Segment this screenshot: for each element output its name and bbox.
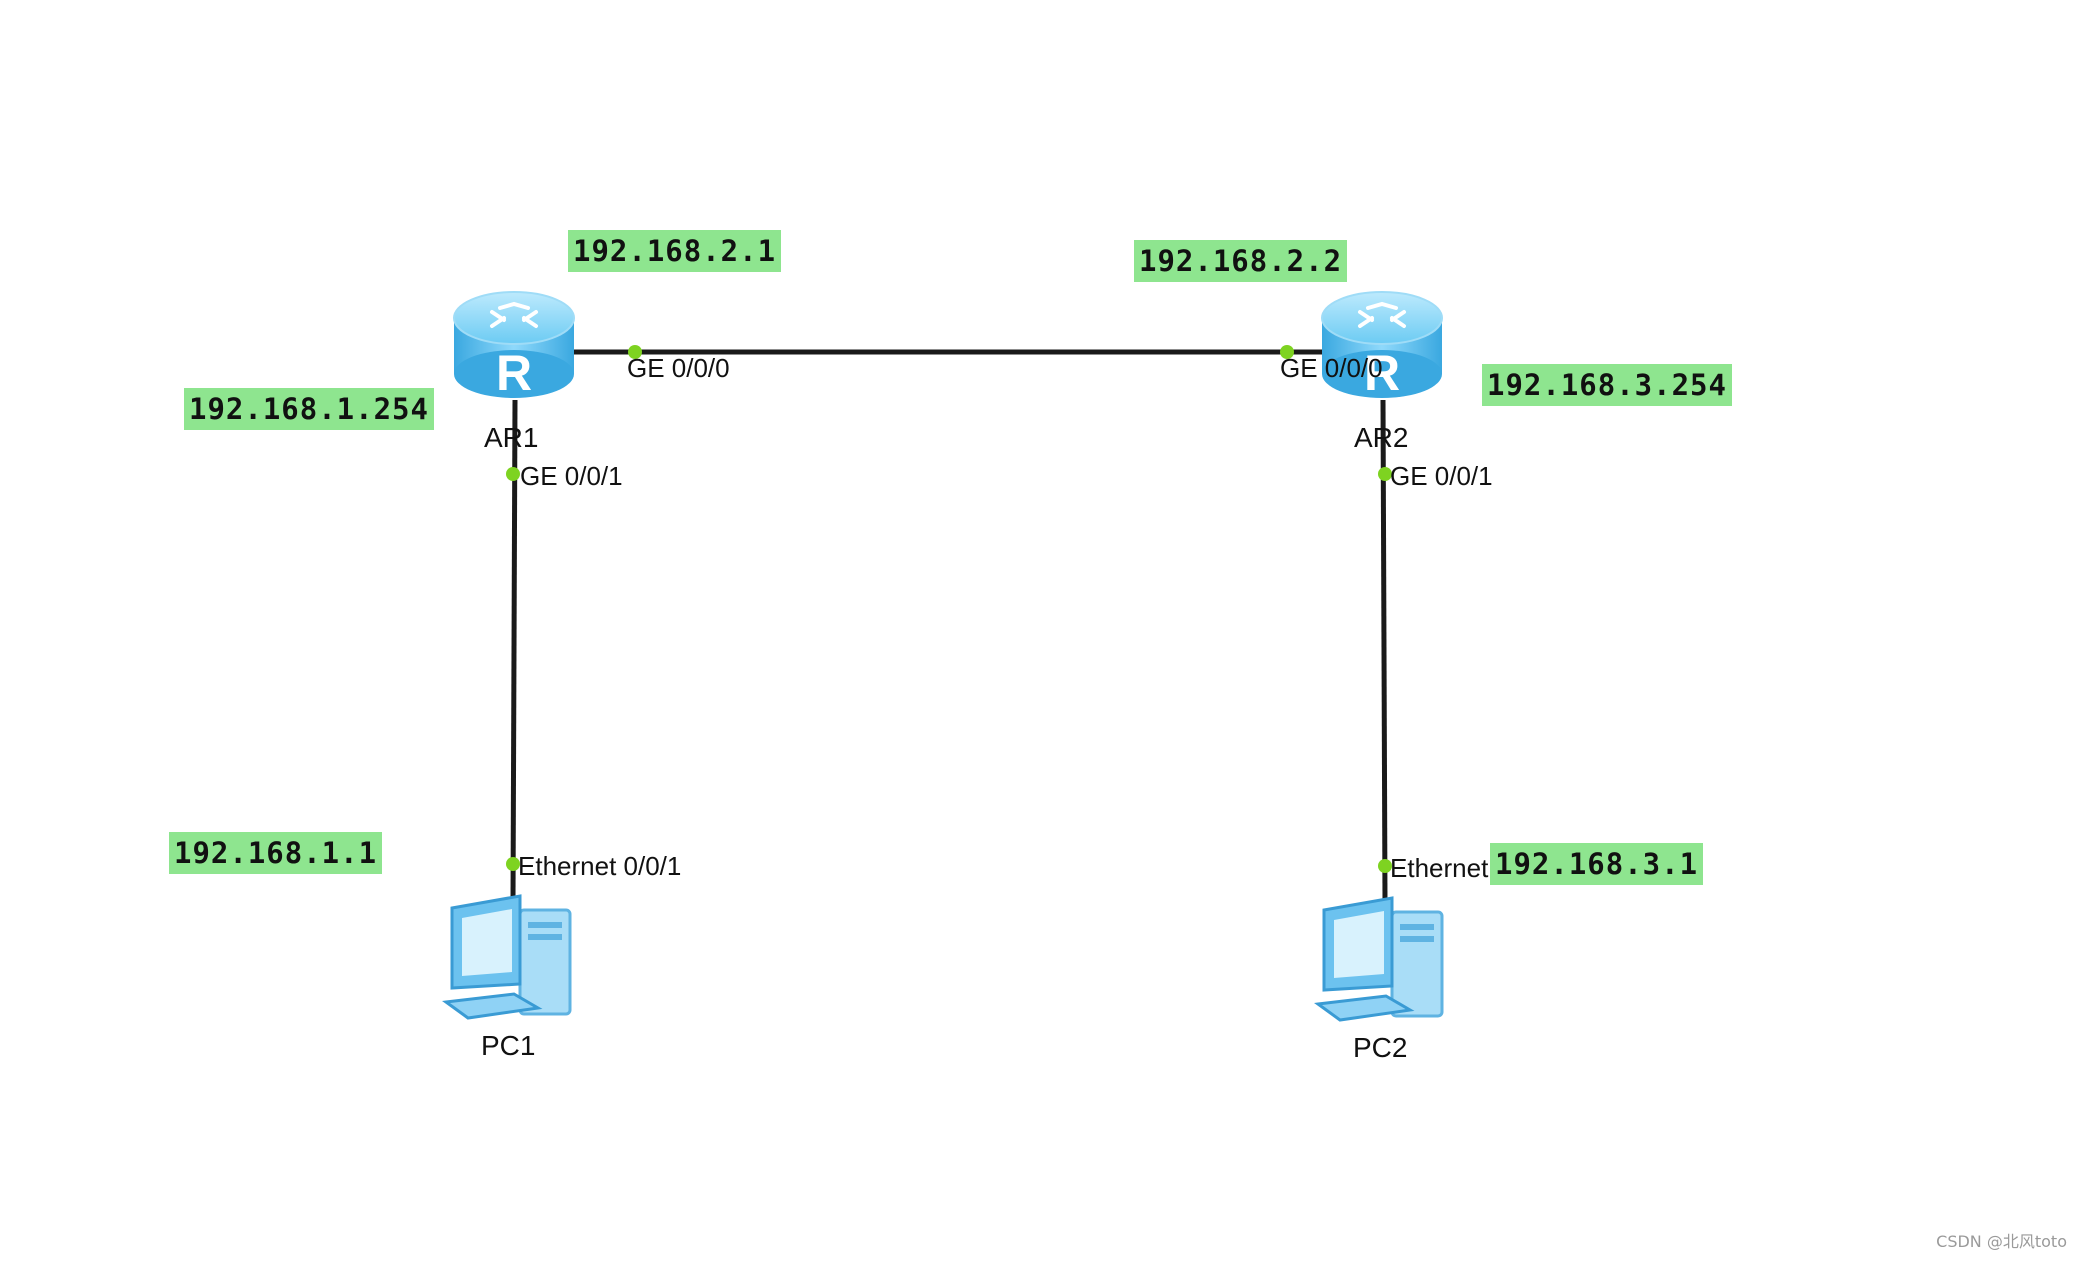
port-dot-ar1-ge000 [628,345,642,359]
watermark: CSDN @北风toto [1936,1232,2067,1251]
pc-icon [442,894,572,1020]
ip-label-ar2-ge000: 192.168.2.2 [1134,240,1348,282]
port-label-ar1-ge001: GE 0/0/1 [520,461,623,491]
ip-label-ar2-ge001: 192.168.3.254 [1482,364,1732,406]
port-dot-pc2-eth [1378,859,1392,873]
router-ar2[interactable]: R [1320,290,1444,402]
port-dot-ar1-ge001 [506,467,520,481]
router-icon: R [1321,291,1443,401]
ip-label-ar1-ge000: 192.168.2.1 [568,230,782,272]
port-label-ar1-ge000: GE 0/0/0 [627,353,730,383]
port-label-ar2-ge000: GE 0/0/0 [1280,353,1383,383]
device-label-ar2: AR2 [1354,422,1409,453]
svg-text:R: R [1364,345,1400,401]
link-ar2-pc2[interactable] [1380,399,1388,903]
ip-label-pc1: 192.168.1.1 [169,832,383,874]
port-dot-ar2-ge000 [1280,345,1294,359]
svg-text:R: R [496,345,532,401]
router-icon: R [453,291,575,401]
port-label-pc1-eth: Ethernet 0/0/1 [518,851,682,881]
pc-icon [1314,896,1444,1022]
pc-pc2[interactable] [1314,894,1450,1026]
device-label-ar1: AR1 [484,422,539,453]
port-label-ar2-ge001: GE 0/0/1 [1390,461,1493,491]
ip-label-ar1-ge001: 192.168.1.254 [184,388,434,430]
port-dot-pc1-eth [506,857,520,871]
pc-pc1[interactable] [442,892,578,1024]
ip-label-pc2: 192.168.3.1 [1490,843,1704,885]
link-ar1-pc1[interactable] [510,399,518,901]
router-ar1[interactable]: R [452,290,576,402]
port-dot-ar2-ge001 [1378,467,1392,481]
device-label-pc2: PC2 [1353,1032,1408,1063]
device-label-pc1: PC1 [481,1030,536,1061]
